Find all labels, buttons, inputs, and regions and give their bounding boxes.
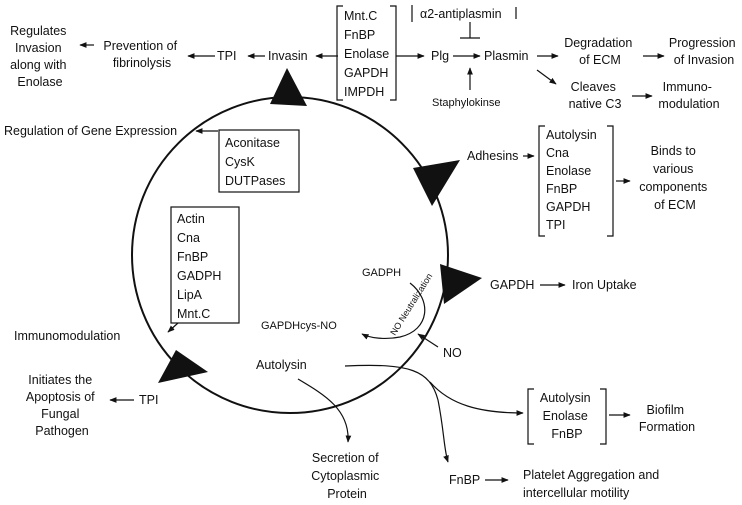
- tpi-top-label: TPI: [217, 49, 236, 63]
- inner-gadph-label: GADPH: [362, 267, 401, 279]
- arrow-to-biofilm-list: [429, 381, 524, 416]
- biofilm-formation-text: Biofilm Formation: [639, 403, 695, 434]
- adhesins-bracket-left: [538, 125, 545, 237]
- biofilm-bracket-right: [600, 388, 607, 445]
- autolysin-label: Autolysin: [256, 358, 307, 372]
- antiplasmin-label: α2-antiplasmin: [420, 7, 502, 21]
- iron-uptake-label: Iron Uptake: [572, 278, 637, 292]
- invasin-bracket-left: [336, 5, 343, 101]
- arrow-to-secretion: [297, 378, 352, 443]
- spike-top: [270, 68, 307, 106]
- adhesins-label: Adhesins: [467, 149, 518, 163]
- plg-label: Plg: [431, 49, 449, 63]
- spike-adhesins: [413, 160, 460, 206]
- adhesins-bracket-right: [607, 125, 614, 237]
- immunomodulation-box: [170, 206, 240, 324]
- biofilm-items: Autolysin Enolase FnBP: [540, 391, 594, 441]
- gapdh-label: GAPDH: [490, 278, 534, 292]
- fnbp-bottom-label: FnBP: [449, 473, 480, 487]
- invasin-bracket-right: [390, 5, 397, 101]
- gapdhcys-no-label: GAPDHcys-NO: [261, 320, 337, 332]
- biofilm-bracket-left: [527, 388, 534, 445]
- arrow-from-no: [417, 333, 439, 348]
- gene-expression-box: [218, 129, 300, 193]
- secretion-text: Secretion of Cytoplasmic Protein: [311, 451, 383, 501]
- immunomodulation-label: Immunomodulation: [14, 329, 120, 343]
- fungal-apoptosis-text: Initiates the Apoptosis of Fungal Pathog…: [26, 373, 98, 438]
- degradation-ecm-text: Degradation of ECM: [564, 36, 636, 67]
- staphylokinse-label: Staphylokinse: [432, 97, 501, 109]
- regulates-invasion-text: Regulates Invasion along with Enolase: [10, 24, 70, 89]
- gene-expression-items: Aconitase CysK DUTPases: [225, 136, 285, 188]
- arrow-to-cleaves: [536, 69, 557, 85]
- immunomodulation-top-text: Immuno- modulation: [658, 80, 719, 111]
- prevention-fibrinolysis-text: Prevention of fibrinolysis: [103, 39, 180, 70]
- binds-ecm-text: Binds to various components of ECM: [639, 144, 711, 212]
- no-label: NO: [443, 346, 462, 360]
- gene-expression-label: Regulation of Gene Expression: [4, 124, 177, 138]
- immunomodulation-items: Actin Cna FnBP GADPH LipA Mnt.C: [177, 212, 225, 321]
- plasmin-label: Plasmin: [484, 49, 529, 63]
- invasin-bracket-items: Mnt.C FnBP Enolase GAPDH IMPDH: [344, 9, 393, 99]
- adhesins-items: Autolysin Cna Enolase FnBP GAPDH TPI: [546, 128, 600, 232]
- progression-invasion-text: Progression of Invasion: [669, 36, 739, 67]
- platelet-text: Platelet Aggregation and intercellular m…: [523, 468, 663, 500]
- invasin-label: Invasin: [268, 49, 308, 63]
- arrow-to-immunomodulation: [167, 322, 179, 333]
- tpi-bottom-label: TPI: [139, 393, 158, 407]
- arrow-to-fnbp: [344, 364, 449, 463]
- cleaves-c3-text: Cleaves native C3: [569, 80, 622, 111]
- spike-gapdh: [440, 264, 482, 304]
- spike-tpi: [158, 350, 208, 383]
- no-neutralization-curve: [361, 282, 426, 340]
